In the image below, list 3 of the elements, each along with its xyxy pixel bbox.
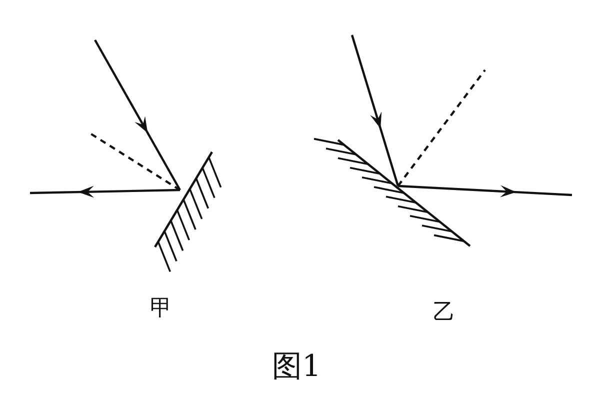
figure-caption: 图1 xyxy=(272,352,322,382)
figure-label: 甲 xyxy=(150,298,172,320)
figure-label: 乙 xyxy=(433,302,455,324)
